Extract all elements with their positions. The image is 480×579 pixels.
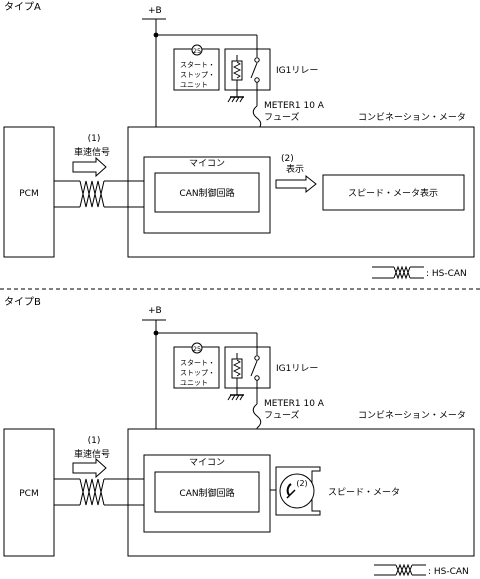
type-b-relay-switch <box>250 360 258 377</box>
type-a-ssu-label-2: ストップ・ <box>180 71 215 79</box>
type-b-plus-b-label: +B <box>148 306 162 316</box>
type-b-ssu-badge-number: 25 <box>193 345 201 353</box>
type-a-relay-switch <box>250 62 258 79</box>
type-a-relay-coil <box>231 60 243 81</box>
type-a-plus-b-label: +B <box>148 6 162 16</box>
type-a-relay-contact-bottom <box>254 77 260 83</box>
type-a-pcm-label: PCM <box>19 189 38 199</box>
type-b-can-circuit-label: CAN制御回路 <box>179 487 234 499</box>
type-b-ig1-relay-label: IG1リレー <box>276 364 318 374</box>
type-a-ssu-badge <box>191 44 203 56</box>
type-b-relay-contact-top <box>254 355 260 361</box>
type-a-signal-arrow-icon <box>72 156 107 178</box>
type-a-can-circuit-box <box>154 172 260 213</box>
type-b-signal-arrow-icon <box>72 457 107 479</box>
type-a-fuse-icon <box>252 105 262 131</box>
type-a-fuse-sublabel: フューズ <box>264 111 300 123</box>
type-a-speedometer-display-label: スピード・メータ表示 <box>348 187 438 199</box>
type-a-section: タイプA +B 25 スタート・ ストップ・ ユニット IG1リレー <box>3 1 475 280</box>
type-b-speedometer-label: スピード・メータ <box>328 487 400 498</box>
type-b-speedometer-gauge-icon <box>279 473 315 509</box>
type-a-legend-can-icon <box>372 265 424 280</box>
type-b-section: タイプB +B 25 スタート・ ストップ・ ユニット IG1リレー <box>3 296 475 577</box>
type-a-display-arrow-icon <box>275 174 317 194</box>
type-a-fuse-label: METER1 10 A <box>264 101 325 111</box>
type-b-ssu-label-2: ストップ・ <box>180 369 215 377</box>
type-b-signal-label: 車速信号 <box>74 448 110 460</box>
type-b-pcm-label: PCM <box>19 489 38 499</box>
type-a-combination-meter-label: コンビネーション・メータ <box>358 112 466 123</box>
type-b-gauge-number: (2) <box>296 479 307 488</box>
type-b-signal-number: (1) <box>88 436 101 446</box>
type-b-mcu-label: マイコン <box>189 458 225 468</box>
type-b-legend-label: : HS-CAN <box>428 567 469 577</box>
type-a-display-number: (2) <box>281 154 294 164</box>
type-b-fuse-label: METER1 10 A <box>264 399 325 409</box>
type-a-can-circuit-label: CAN制御回路 <box>179 187 234 199</box>
type-a-relay-contact-top <box>254 57 260 63</box>
type-a-signal-number: (1) <box>88 134 101 144</box>
type-b-ssu-badge <box>191 342 203 354</box>
type-b-legend-can-icon <box>374 563 426 577</box>
type-a-ig1-relay-label: IG1リレー <box>276 66 318 76</box>
type-b-start-stop-unit <box>173 346 220 389</box>
type-b-ssu-label-1: スタート・ <box>180 358 215 367</box>
type-b-relay-contact-bottom <box>254 375 260 381</box>
type-b-gauge-needle <box>286 489 296 499</box>
type-a-ssu-badge-number: 25 <box>193 47 201 55</box>
type-a-legend-label: : HS-CAN <box>426 269 467 279</box>
type-a-title: タイプA <box>4 1 41 13</box>
type-a-pcm-box <box>3 126 55 258</box>
type-a-mcu-label: マイコン <box>189 159 225 169</box>
type-b-combination-meter-label: コンビネーション・メータ <box>358 410 466 421</box>
type-b-fuse-sublabel: フューズ <box>264 409 300 421</box>
type-a-speedometer-display-box <box>322 174 465 211</box>
type-a-ssu-label-3: ユニット <box>180 81 208 89</box>
type-b-fuse-icon <box>252 403 262 429</box>
type-a-ssu-label-1: スタート・ <box>180 60 215 69</box>
type-b-title: タイプB <box>4 296 41 308</box>
type-b-relay-coil <box>231 358 243 379</box>
type-a-start-stop-unit <box>173 48 220 91</box>
type-b-ssu-label-3: ユニット <box>180 379 208 387</box>
type-b-can-circuit-box <box>154 471 260 513</box>
type-a-display-label: 表示 <box>286 163 304 175</box>
type-b-pcm-box <box>3 428 55 557</box>
type-a-signal-label: 車速信号 <box>74 146 110 158</box>
